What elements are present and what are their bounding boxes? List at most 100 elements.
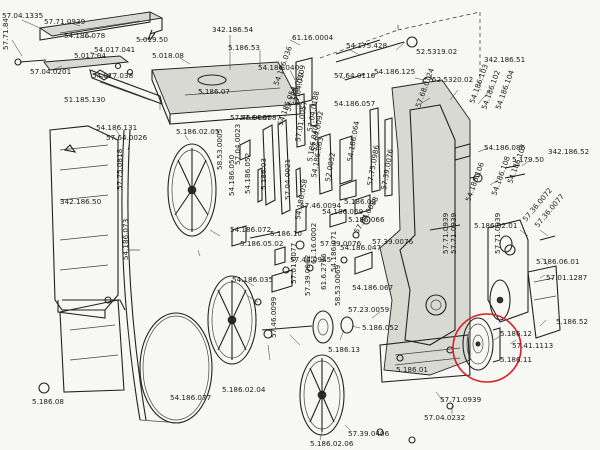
part-label: 54.186.077 — [170, 393, 211, 402]
part-label: 54.186.057 — [334, 99, 375, 108]
part-label: 5.186.53 — [228, 43, 260, 52]
part-label: 54.186.067 — [352, 283, 393, 292]
guide-bars — [262, 93, 393, 215]
part-label: 57.64.0116 — [334, 71, 376, 80]
fasteners — [38, 139, 556, 444]
part-label: 5.186.02.06 — [310, 439, 354, 448]
blade-guard-panel — [49, 125, 126, 319]
saw-blade-band — [121, 129, 213, 424]
lower-blade-guard — [59, 299, 125, 393]
part-label: 57.39.0076 — [372, 237, 414, 246]
part-label: 342.186.52 — [548, 147, 589, 156]
part-label: 57.75.0986 — [365, 144, 381, 187]
part-label: 57.71.0939 — [441, 212, 450, 254]
part-label: 5.186.01 — [396, 365, 428, 374]
part-label: 5.186.06.01 — [536, 257, 579, 266]
part-label: 57.04.0023 — [233, 124, 242, 165]
part-label: 57.01.0077 — [289, 243, 298, 284]
part-label: 57.39.0062 — [303, 255, 312, 296]
part-label: 54.186.078 — [64, 31, 106, 40]
part-label: 5.186.02.04 — [222, 385, 266, 394]
highlighted-pulley — [452, 313, 522, 383]
part-label: 5.186.066 — [348, 215, 385, 224]
part-label: 54.017.038 — [92, 71, 134, 80]
part-label: 5.186.11 — [500, 355, 532, 364]
part-label: 57.04.0201 — [30, 67, 71, 76]
part-label: 54.186.040 — [258, 63, 300, 72]
part-label: 61.16.0002 — [309, 223, 318, 264]
part-label: 58.53.0005 — [215, 129, 224, 170]
part-label: 5.186.05.02 — [240, 239, 283, 248]
part-label: 5.017.04 — [74, 51, 106, 60]
part-label: 5.179.50 — [512, 155, 544, 164]
upper-wheel — [167, 143, 217, 237]
main-frame — [379, 79, 471, 383]
part-label: 57.01.1287 — [546, 273, 587, 282]
part-label: 54.186.131 — [96, 123, 137, 132]
part-label: 57.71.0939 — [440, 395, 482, 404]
tension-shaft — [295, 11, 481, 105]
part-label: 57.71.84 — [1, 18, 10, 50]
part-label: 57.04.0232 — [424, 413, 465, 422]
part-label: 51.185.130 — [64, 95, 106, 104]
lower-wheel — [299, 354, 345, 436]
part-label: 5.186.13 — [328, 345, 360, 354]
part-label: 54.175.428 — [346, 41, 388, 50]
part-label: 57.75.0818 — [115, 148, 124, 190]
part-label: 58.53.0069 — [333, 264, 342, 306]
part-label: 54.186.072 — [230, 225, 271, 234]
part-label: 52.5319.02 — [416, 47, 457, 56]
part-label: 54.186.073 — [121, 219, 130, 260]
guide-rail-assembly — [14, 11, 164, 105]
part-label: 342.186.51 — [484, 55, 525, 64]
part-label: 52.0052 — [323, 152, 337, 183]
work-table — [151, 61, 301, 125]
part-label: 5.019.50 — [136, 35, 168, 44]
part-label: 54.186.050 — [227, 154, 236, 196]
part-label: 57.04.0021 — [283, 159, 292, 200]
part-label: 57.39.0076 — [379, 148, 395, 191]
part-label: 5.186.052 — [362, 323, 399, 332]
parts-drawing — [11, 11, 561, 444]
part-label: 54.186.086 — [484, 143, 526, 152]
part-label: 57.41.1113 — [512, 341, 553, 350]
part-label: 5.186.08 — [32, 397, 64, 406]
leader-lines — [11, 19, 549, 441]
part-label: 5.186.02.01 — [474, 221, 517, 230]
motor-housing — [469, 164, 561, 339]
part-label: 57.23.0059 — [348, 305, 390, 314]
part-label: 54.186.071 — [329, 231, 338, 272]
part-label: 5.186.09 — [344, 197, 376, 206]
part-label: 57.04.1335 — [2, 11, 43, 20]
part-label: 54.186.047 — [340, 243, 381, 252]
part-label: 57.71.0939 — [449, 212, 458, 254]
part-label: 52.5320.02 — [432, 75, 473, 84]
part-label: 54.186.035 — [232, 275, 273, 284]
part-label: 57.39.0076 — [320, 239, 362, 248]
part-label: 5.186.02.05 — [176, 127, 219, 136]
part-label: 57.64.0087 — [240, 113, 281, 122]
part-label: 57.46.0087 — [230, 113, 271, 122]
part-label: 342.186.50 — [60, 197, 102, 206]
highlight-circle — [452, 313, 522, 383]
part-label: 5.186.07 — [198, 87, 230, 96]
part-label: 57.46.0094 — [300, 201, 342, 210]
part-label: 54.186.058 — [293, 178, 309, 221]
middle-wheel — [207, 275, 257, 365]
part-label: 57.71.0939 — [44, 17, 86, 26]
part-label: 5.186.52 — [556, 317, 588, 326]
part-label: 5.018.08 — [152, 51, 184, 60]
part-label: 54.186.125 — [374, 67, 415, 76]
part-label: 54.186.069 — [322, 207, 364, 216]
part-label: 61.16.0004 — [292, 33, 334, 42]
part-label: 5.186.03 — [259, 158, 268, 190]
part-label: 61.6.2796 — [319, 253, 328, 290]
part-label: 57.71.0939 — [493, 212, 502, 254]
part-label: 342.186.54 — [212, 25, 254, 34]
part-label: 54.017.041 — [94, 45, 135, 54]
part-label: 57.46.0945 — [290, 255, 331, 264]
part-label: 5.186.12 — [500, 329, 532, 338]
part-label: 57.39.0406 — [348, 429, 390, 438]
spindle-parts — [261, 310, 354, 344]
